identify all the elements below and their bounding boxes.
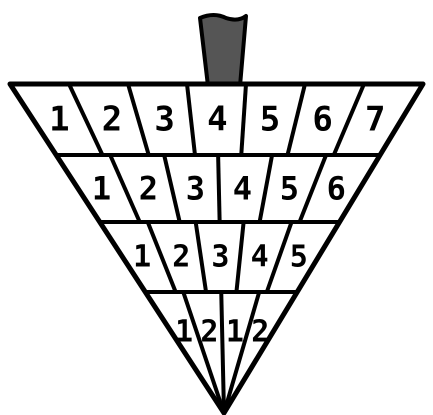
cell-label: 3 <box>154 100 174 140</box>
cell-label: 4 <box>233 170 252 208</box>
cell-label: 2 <box>172 240 190 275</box>
cell-label: 6 <box>327 170 346 208</box>
cell-divider <box>218 155 220 222</box>
cell-label: 6 <box>312 100 332 140</box>
cell-label: 5 <box>290 240 308 275</box>
cell-label: 1 <box>49 100 69 140</box>
cell-label: 4 <box>251 240 269 275</box>
cell-label: 3 <box>211 240 229 275</box>
cell-label: 1 <box>92 170 111 208</box>
cell-label: 1 <box>226 315 244 350</box>
top-handle <box>200 15 246 86</box>
cell-label: 5 <box>280 170 299 208</box>
cell-label: 1 <box>175 315 193 350</box>
cell-label: 2 <box>102 100 122 140</box>
cell-label: 4 <box>207 100 227 140</box>
cell-label: 2 <box>200 315 218 350</box>
cell-label: 3 <box>186 170 205 208</box>
cell-divider <box>221 292 224 413</box>
cell-label: 5 <box>260 100 280 140</box>
cell-label: 1 <box>133 240 151 275</box>
cell-label: 2 <box>139 170 158 208</box>
cell-label: 7 <box>365 100 385 140</box>
cell-label: 2 <box>251 315 269 350</box>
